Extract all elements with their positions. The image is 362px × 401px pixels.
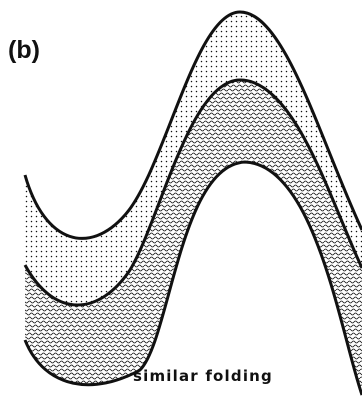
middle-boundary-line — [23, 78, 362, 307]
bottom-boundary-line — [23, 160, 362, 396]
stippled-layer — [25, 12, 362, 305]
squiggly-layer — [25, 80, 362, 395]
figure-caption: similar folding — [133, 367, 273, 385]
panel-label: (b) — [8, 36, 40, 64]
top-boundary-line — [23, 10, 362, 240]
